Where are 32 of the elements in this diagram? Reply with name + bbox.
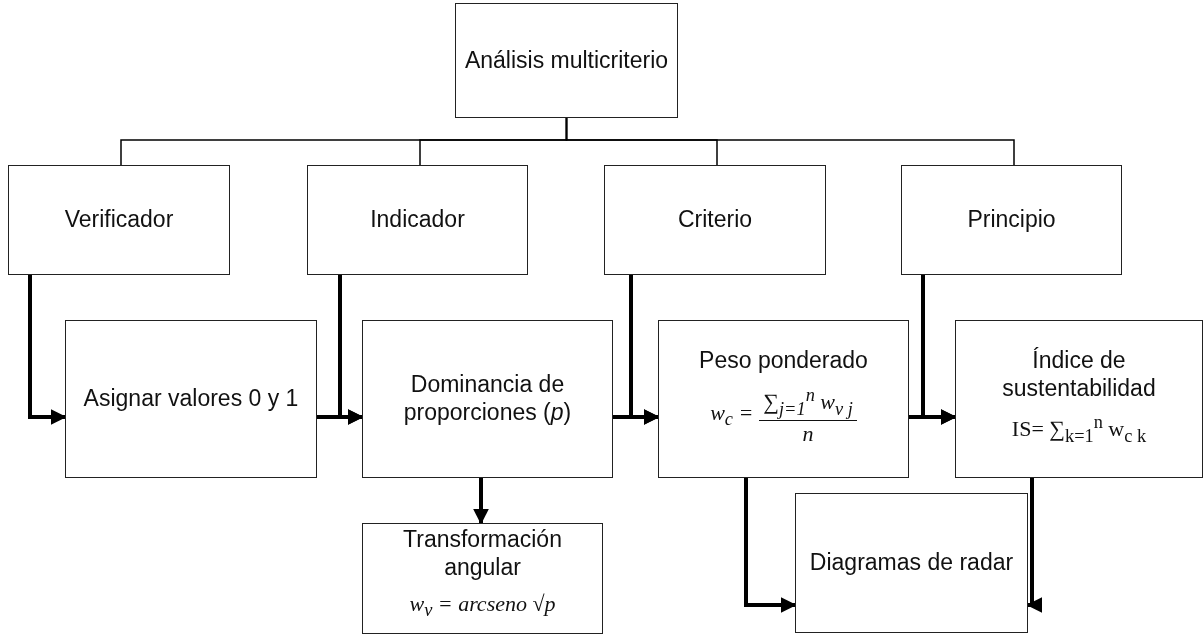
box-label: Indicador (370, 206, 465, 234)
formula-text: IS= ∑$_{k=1}$$^{n}$ w$_{c k}$ (1011, 412, 1147, 448)
box-label: Análisis multicriterio (464, 46, 669, 75)
process-box (362, 320, 613, 478)
arrow (1026, 478, 1043, 613)
formula-text: n (802, 421, 814, 448)
process-box (658, 320, 909, 478)
box-label: Índice de sustentabilidad (1001, 347, 1157, 403)
formula-text: ∑$_{j=1}$$^{n}$ w$_{v j}$ (759, 384, 857, 422)
connector-line (565, 117, 1015, 166)
arrow (473, 478, 489, 525)
process-box (955, 320, 1203, 478)
formula-text: w$_{c}$ = (710, 400, 754, 432)
process-box (604, 165, 826, 275)
process-box (65, 320, 317, 478)
arrow (28, 275, 67, 425)
box-label: Principio (967, 206, 1056, 234)
box-label: Verificador (64, 206, 174, 234)
formula-text: w$_{v}$ = arcseno √p (409, 591, 556, 623)
box-label: Diagramas de radar (809, 549, 1014, 577)
process-box (795, 493, 1028, 633)
process-box (455, 3, 678, 118)
process-box (307, 165, 528, 275)
box-label: Peso ponderado (699, 347, 868, 375)
box-label: Dominancia de proporciones (p) (402, 371, 573, 427)
process-box (362, 523, 603, 634)
box-label: Asignar valores 0 y 1 (83, 385, 299, 413)
arrow (744, 478, 797, 613)
process-box (8, 165, 230, 275)
box-label: Transformación angular (402, 526, 563, 582)
process-box (901, 165, 1122, 275)
box-label: Criterio (677, 206, 753, 234)
